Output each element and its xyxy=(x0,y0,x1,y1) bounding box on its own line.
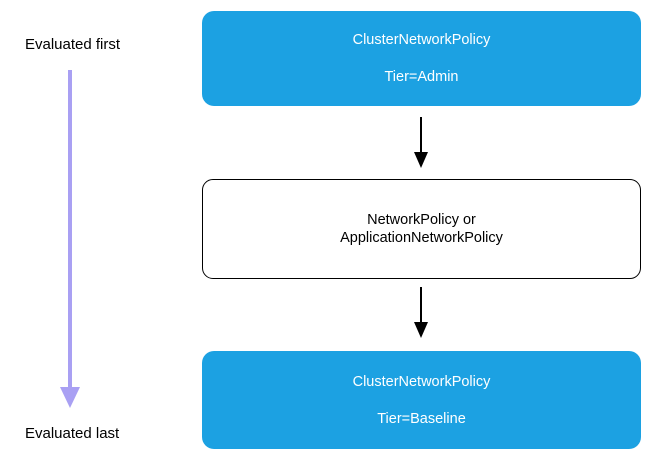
node-title: ClusterNetworkPolicy xyxy=(352,32,491,48)
down-arrow-icon xyxy=(414,117,428,168)
node-title: ClusterNetworkPolicy xyxy=(352,373,491,390)
node-cluster-network-policy-admin: ClusterNetworkPolicy Tier=Admin xyxy=(202,11,641,106)
evaluation-order-arrow-icon xyxy=(60,70,80,408)
evaluated-last-label: Evaluated last xyxy=(25,425,120,442)
node-subtitle: Tier=Admin xyxy=(384,69,459,85)
node-title: NetworkPolicy or xyxy=(367,212,476,228)
down-arrow-icon xyxy=(414,287,428,338)
node-subtitle: Tier=Baseline xyxy=(377,410,466,427)
node-subtitle: ApplicationNetworkPolicy xyxy=(340,230,503,246)
node-cluster-network-policy-baseline: ClusterNetworkPolicy Tier=Baseline xyxy=(202,351,641,449)
evaluated-first-label: Evaluated first xyxy=(25,36,121,53)
node-network-policy-or-application-network-policy: NetworkPolicy or ApplicationNetworkPolic… xyxy=(202,179,641,279)
